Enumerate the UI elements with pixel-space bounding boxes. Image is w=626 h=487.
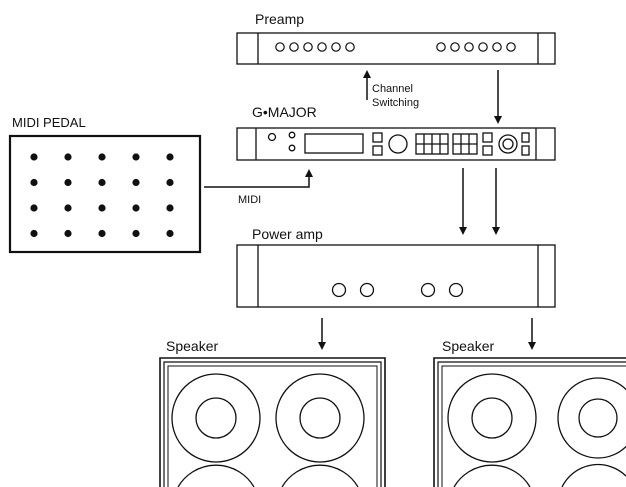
preamp-knob bbox=[436, 42, 446, 52]
pedal-switch bbox=[132, 204, 140, 212]
pedal-switch bbox=[30, 153, 38, 161]
pedal-switch bbox=[64, 153, 72, 161]
preamp-knobs-left bbox=[275, 42, 355, 52]
midi-connection-label: MIDI bbox=[238, 194, 261, 206]
speaker-right-label: Speaker bbox=[442, 338, 494, 354]
midi-pedal-label: MIDI PEDAL bbox=[12, 115, 86, 130]
preamp-knob bbox=[450, 42, 460, 52]
preamp-knob bbox=[492, 42, 502, 52]
preamp-knob bbox=[317, 42, 327, 52]
gmajor-unit bbox=[236, 127, 556, 161]
preamp-knob bbox=[506, 42, 516, 52]
power-amp-unit bbox=[236, 244, 556, 308]
pedal-switch bbox=[30, 178, 38, 187]
midi-pedal-switches bbox=[30, 153, 174, 238]
pedal-switch bbox=[166, 178, 174, 187]
preamp-knob bbox=[464, 42, 474, 52]
pedal-switch bbox=[98, 178, 106, 187]
preamp-knob bbox=[331, 42, 341, 52]
speaker-left-cabinet bbox=[159, 357, 386, 487]
speaker-right-cabinet bbox=[433, 357, 626, 487]
display-screen bbox=[304, 133, 364, 154]
pedal-switch bbox=[132, 229, 140, 238]
pedal-switch bbox=[64, 178, 72, 187]
pedal-switch bbox=[30, 204, 38, 212]
preamp-knob bbox=[478, 42, 488, 52]
preamp-unit bbox=[236, 32, 556, 65]
midi-pedal-unit bbox=[8, 134, 202, 254]
preamp-knob bbox=[275, 42, 285, 52]
midi-connection-arrow bbox=[204, 169, 313, 188]
pedal-switch bbox=[132, 178, 140, 187]
preamp-label: Preamp bbox=[255, 11, 304, 27]
preamp-knobs-right bbox=[436, 42, 516, 52]
pedal-switch bbox=[98, 204, 106, 212]
speaker-left-label: Speaker bbox=[166, 338, 218, 354]
preamp-knob bbox=[303, 42, 313, 52]
pedal-switch bbox=[166, 153, 174, 161]
power-amp-label: Power amp bbox=[252, 226, 323, 242]
pedal-switch bbox=[98, 153, 106, 161]
preamp-knob bbox=[345, 42, 355, 52]
pedal-switch bbox=[64, 204, 72, 212]
channel-switching-label-1: Channel bbox=[372, 83, 413, 95]
pedal-switch bbox=[132, 153, 140, 161]
channel-switching-label-2: Switching bbox=[372, 97, 419, 109]
gmajor-label: G•MAJOR bbox=[252, 104, 317, 120]
pedal-switch bbox=[98, 229, 106, 238]
pedal-switch bbox=[64, 229, 72, 238]
pedal-switch bbox=[166, 204, 174, 212]
preamp-knob bbox=[289, 42, 299, 52]
pedal-switch bbox=[30, 229, 38, 238]
pedal-switch bbox=[166, 229, 174, 238]
